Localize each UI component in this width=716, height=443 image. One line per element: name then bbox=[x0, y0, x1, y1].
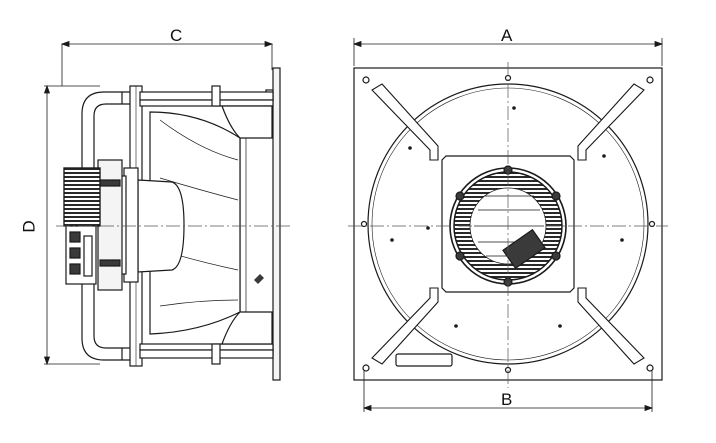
rating-label bbox=[395, 353, 453, 367]
dimension-b-line bbox=[362, 370, 654, 412]
impeller-blades bbox=[149, 111, 241, 335]
guard-arms bbox=[371, 83, 645, 365]
dimension-a-line bbox=[352, 38, 664, 66]
cooling-fins bbox=[63, 167, 101, 227]
dimension-d-label: D bbox=[19, 220, 39, 233]
connector-block bbox=[65, 179, 121, 285]
dimension-c-line bbox=[60, 40, 274, 86]
dimension-a-label: A bbox=[501, 26, 513, 45]
inlet-nozzle bbox=[221, 105, 273, 345]
dimension-d-line bbox=[43, 84, 100, 366]
dimension-b-label: B bbox=[501, 390, 513, 409]
ring-fastener-holes bbox=[390, 106, 624, 328]
front-view-centerlines bbox=[348, 62, 668, 388]
side-view bbox=[43, 40, 290, 381]
front-view bbox=[348, 38, 668, 412]
mounting-plate bbox=[272, 67, 281, 381]
dimension-c-label: C bbox=[170, 26, 183, 45]
